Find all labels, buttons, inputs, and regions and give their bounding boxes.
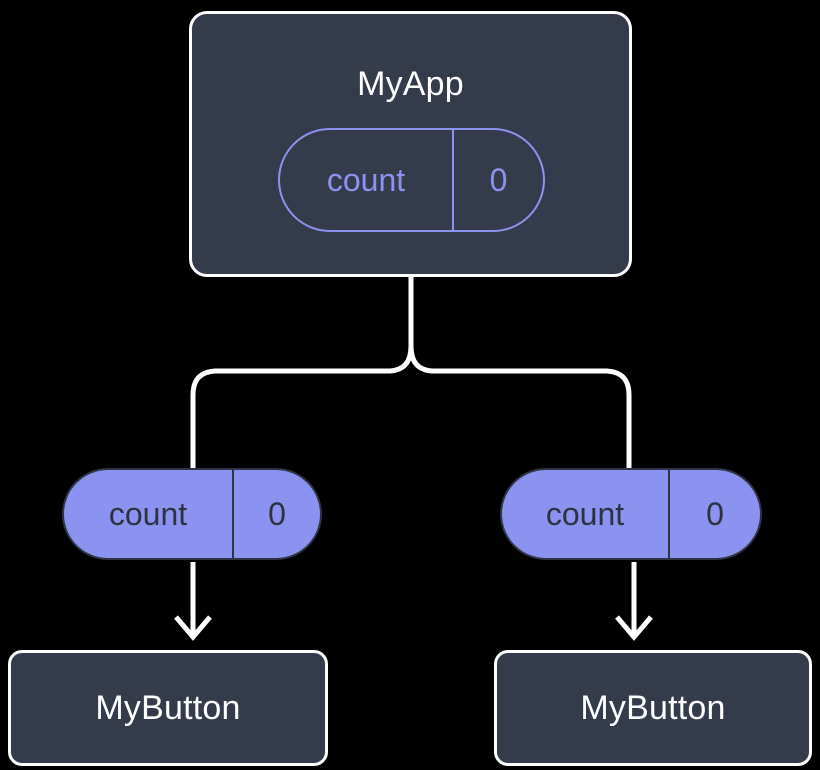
prop-pill-key: count bbox=[64, 470, 234, 558]
arrowhead-left-icon bbox=[174, 615, 212, 641]
node-myapp[interactable]: MyApp bbox=[189, 11, 632, 277]
state-pill-myapp-count[interactable]: count 0 bbox=[278, 128, 545, 232]
prop-pill-key: count bbox=[502, 470, 670, 558]
node-mybutton-right-title: MyButton bbox=[580, 689, 726, 727]
prop-pill-value: 0 bbox=[706, 496, 724, 532]
arrowhead-right-icon bbox=[615, 615, 653, 641]
node-myapp-title: MyApp bbox=[357, 65, 464, 103]
prop-pill-value: 0 bbox=[268, 496, 286, 532]
state-pill-value: 0 bbox=[489, 162, 508, 198]
state-pill-key: count bbox=[280, 130, 454, 230]
node-mybutton-left[interactable]: MyButton bbox=[8, 650, 328, 766]
node-mybutton-right[interactable]: MyButton bbox=[494, 650, 812, 766]
prop-pill-left-count[interactable]: count 0 bbox=[62, 468, 322, 560]
node-mybutton-left-title: MyButton bbox=[95, 689, 241, 727]
prop-pill-right-count[interactable]: count 0 bbox=[500, 468, 762, 560]
